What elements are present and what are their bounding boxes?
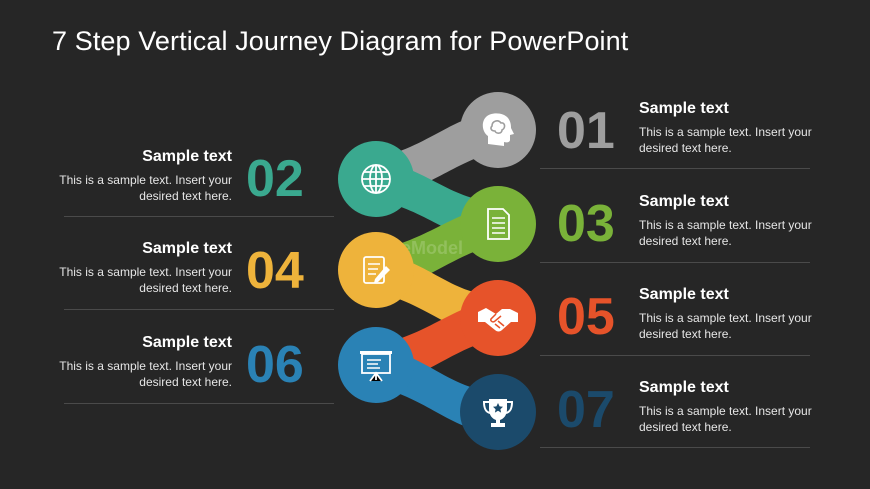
step-heading-04: Sample text (142, 240, 232, 257)
divider-line (540, 447, 810, 448)
step-description-04: This is a sample text. Insert your desir… (59, 265, 232, 295)
divider-line (540, 262, 810, 263)
globe-icon (361, 164, 391, 194)
step-heading-07: Sample text (639, 379, 729, 396)
step-description-07: This is a sample text. Insert your desir… (639, 404, 812, 434)
divider-line (64, 403, 334, 404)
step-circle-03 (460, 186, 536, 262)
step-number-06: 06 (246, 336, 304, 394)
step-heading-06: Sample text (142, 334, 232, 351)
step-description-01: This is a sample text. Insert your desir… (639, 125, 812, 155)
divider-line (540, 168, 810, 169)
step-circle-04 (338, 232, 414, 308)
head-icon (482, 113, 514, 146)
presentation-board-icon (360, 351, 392, 382)
document-icon (487, 208, 510, 240)
step-description-05: This is a sample text. Insert your desir… (639, 311, 812, 341)
step-heading-05: Sample text (639, 286, 729, 303)
step-heading-01: Sample text (639, 100, 729, 117)
step-description-02: This is a sample text. Insert your desir… (59, 173, 232, 203)
trophy-icon (482, 399, 514, 427)
step-circle-06 (338, 327, 414, 403)
notepad-pencil-icon (363, 256, 390, 284)
slide-title: 7 Step Vertical Journey Diagram for Powe… (52, 26, 629, 56)
step-number-07: 07 (557, 381, 615, 439)
divider-line (540, 355, 810, 356)
step-number-01: 01 (557, 102, 615, 160)
step-description-03: This is a sample text. Insert your desir… (639, 218, 812, 248)
divider-line (64, 216, 334, 217)
step-heading-03: Sample text (639, 193, 729, 210)
step-heading-02: Sample text (142, 148, 232, 165)
step-number-02: 02 (246, 150, 304, 208)
step-number-05: 05 (557, 288, 615, 346)
handshake-icon (478, 308, 518, 332)
step-description-06: This is a sample text. Insert your desir… (59, 359, 232, 389)
step-number-04: 04 (246, 242, 304, 300)
divider-line (64, 309, 334, 310)
step-number-03: 03 (557, 195, 615, 253)
